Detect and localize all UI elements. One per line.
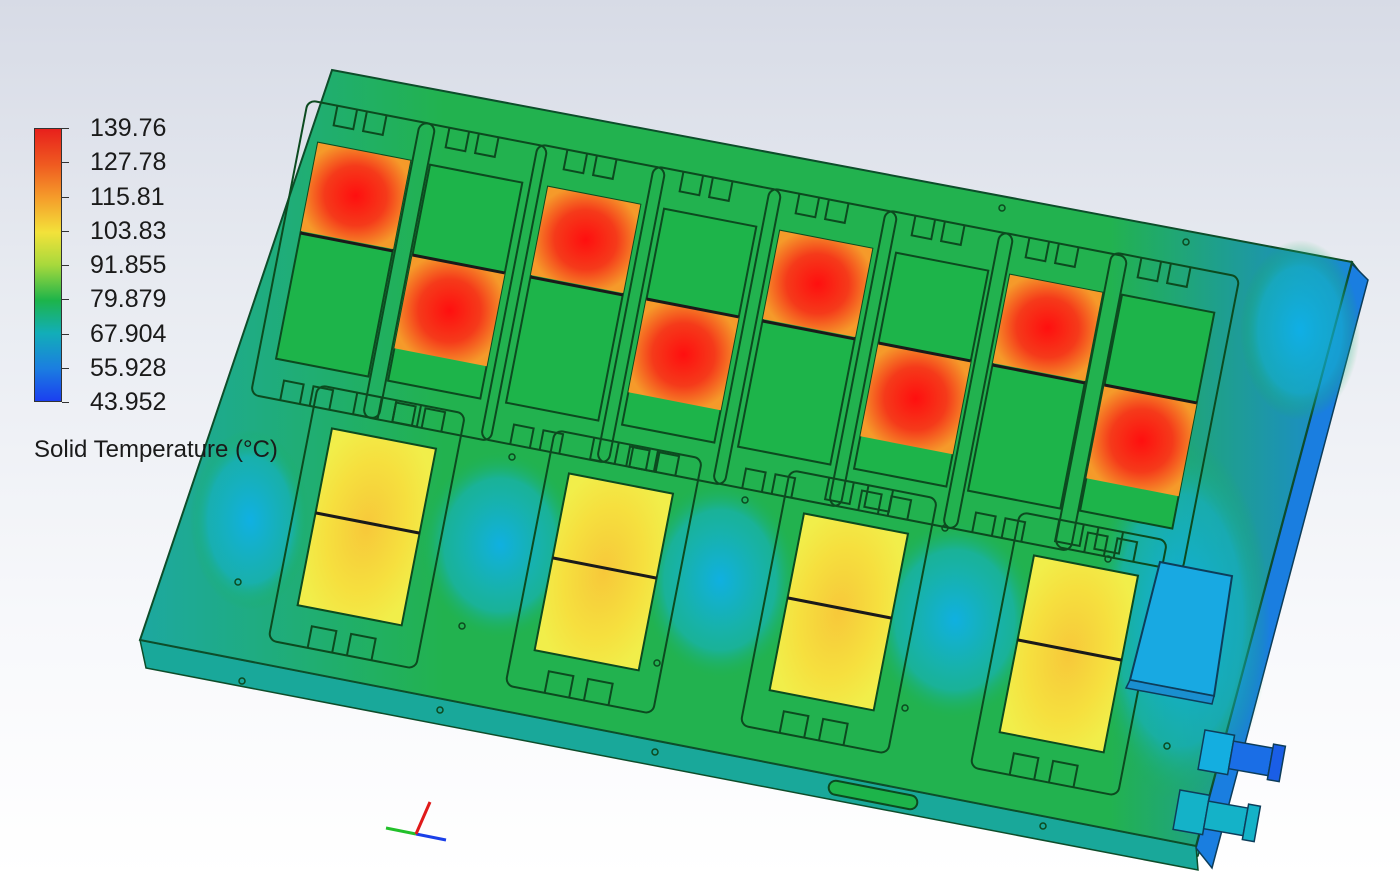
- legend-value: 79.879: [90, 285, 167, 314]
- coolant-outlet-fitting: [1172, 789, 1262, 843]
- power-module: [970, 512, 1167, 796]
- legend-tick: [62, 196, 69, 198]
- connector-block: [1124, 560, 1234, 705]
- legend-value: 103.83: [90, 216, 167, 245]
- power-module: [505, 430, 702, 714]
- legend-color-bar: [34, 128, 62, 402]
- x-axis-arrow: [415, 832, 447, 842]
- legend-value: 43.952: [90, 388, 167, 416]
- top-row-modules: [251, 100, 1240, 571]
- legend-tick: [62, 265, 69, 266]
- power-module: [481, 144, 666, 463]
- power-module: [251, 100, 436, 419]
- legend-value: 91.855: [90, 251, 167, 279]
- legend-tick: [62, 230, 69, 232]
- power-module: [740, 470, 937, 754]
- mounting-holes: [234, 204, 1190, 830]
- legend-value: 115.81: [90, 182, 165, 211]
- legend-tick: [62, 299, 69, 301]
- power-module: [1055, 252, 1240, 571]
- legend-tick: [62, 367, 69, 369]
- legend-value: 67.904: [90, 319, 167, 348]
- legend-value: 55.928: [90, 353, 167, 382]
- legend-title: Solid Temperature (°C): [34, 436, 278, 463]
- legend-tick: [62, 333, 69, 335]
- legend-tick: [62, 162, 69, 164]
- power-module: [597, 166, 782, 485]
- coolant-inlet-fitting: [1197, 729, 1287, 783]
- legend-value: 139.76: [90, 114, 167, 142]
- y-axis-arrow: [385, 826, 417, 836]
- power-module: [713, 188, 898, 507]
- power-module: [268, 385, 465, 669]
- power-module: [943, 232, 1128, 551]
- cold-plate-model[interactable]: [138, 68, 1369, 871]
- front-slot: [827, 779, 919, 811]
- power-module: [829, 210, 1014, 529]
- axis-triad[interactable]: [376, 796, 456, 856]
- legend-value: 127.78: [90, 148, 167, 177]
- z-axis-arrow: [414, 801, 432, 835]
- power-module: [363, 122, 548, 441]
- coolant-fittings: [1172, 729, 1287, 843]
- legend-tick: [62, 128, 69, 129]
- temperature-legend: 139.76 127.78 115.81 103.83 91.855 79.879 67.9…: [32, 116, 352, 476]
- bottom-row-modules: [268, 385, 1167, 796]
- legend-tick: [62, 402, 69, 403]
